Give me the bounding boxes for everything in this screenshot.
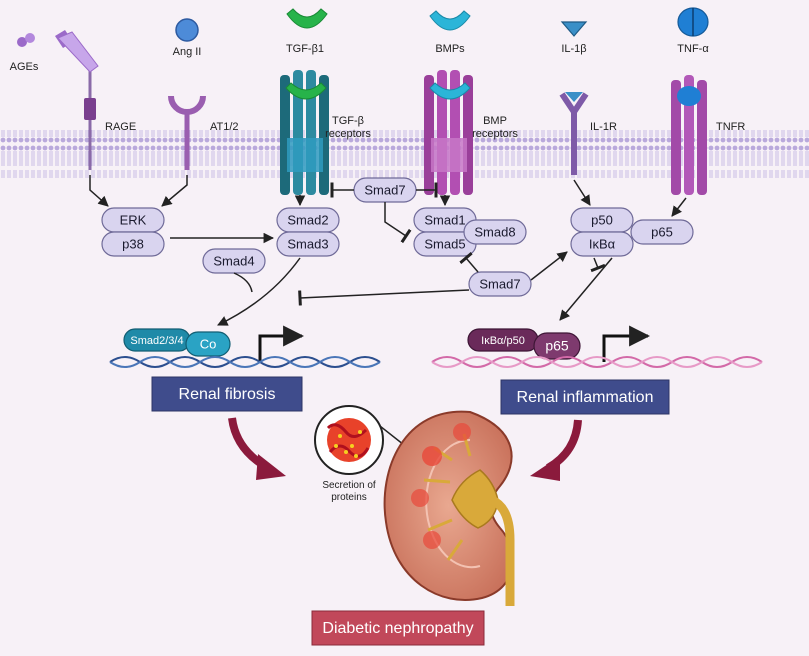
rage-receptor-icon xyxy=(57,31,99,170)
p65-node xyxy=(630,219,694,245)
ages-label: AGEs xyxy=(10,61,39,73)
bmps-ligand-icon xyxy=(429,10,471,31)
ikba-node xyxy=(570,231,634,257)
maroon-arrow-right xyxy=(545,419,582,472)
renal-fibrosis-label: Renal fibrosis xyxy=(179,386,276,403)
arrow-at12-to-erk xyxy=(161,175,188,207)
bmp-receptors-label-2: receptors xyxy=(472,128,518,140)
arrow-smad4-curve xyxy=(233,272,253,293)
ikba-label: IκBα xyxy=(589,236,616,251)
bmp-receptors-label-1: BMP xyxy=(483,115,507,127)
at12-label: AT1/2 xyxy=(210,121,239,133)
ang2-ligand-icon xyxy=(175,18,199,42)
smad4-label: Smad4 xyxy=(213,253,254,268)
tnfa-label: TNF-α xyxy=(677,43,709,55)
tgfb-receptors-label-2: receptors xyxy=(325,128,371,140)
erk-label: ERK xyxy=(120,212,147,227)
tgfb-receptors-label-1: TGF-β xyxy=(332,115,364,127)
secretion-label-1: Secretion of xyxy=(322,480,376,491)
ikba-p50-label: IκBα/p50 xyxy=(481,335,525,347)
dna-right-icon xyxy=(431,356,763,368)
inhibit-smad7-smad1 xyxy=(384,202,412,244)
arrow-rage-to-erk xyxy=(89,175,109,207)
p50-label: p50 xyxy=(591,212,613,227)
arrow-smad7mid-to-ikba xyxy=(530,251,568,281)
bmps-label: BMPs xyxy=(435,43,465,55)
diabetic-nephropathy-label: Diabetic nephropathy xyxy=(322,620,473,637)
renal-inflammation-label: Renal inflammation xyxy=(517,389,654,406)
arrow-ikba-to-complex xyxy=(559,257,613,321)
co-label: Co xyxy=(200,336,217,351)
tnfr-receptor-icon xyxy=(671,75,707,195)
il1b-ligand-icon xyxy=(560,21,588,37)
tgfb1-ligand-icon xyxy=(286,8,328,29)
il1r-label: IL-1R xyxy=(590,121,617,133)
smad8-label: Smad8 xyxy=(474,224,515,239)
p38-node xyxy=(101,231,165,257)
il1r-receptor-icon xyxy=(559,92,589,175)
p65-label: p65 xyxy=(651,224,673,239)
smad3-node xyxy=(276,231,340,257)
smad7-mid-node xyxy=(468,271,532,297)
renal-inflammation-box xyxy=(500,379,670,415)
inhibit-smad7mid-smad234 xyxy=(298,289,470,306)
il1b-label: IL-1β xyxy=(561,43,586,55)
arrow-smad3-to-complex xyxy=(217,257,301,326)
dna-left-icon xyxy=(109,356,381,368)
smad7-top-label: Smad7 xyxy=(364,182,405,197)
tnfa-ligand-icon xyxy=(677,7,709,37)
arrow-tnfr-to-p65 xyxy=(671,197,687,217)
co-complex xyxy=(185,331,231,357)
transcription-arrow-left xyxy=(258,325,305,362)
tgfb1-label: TGF-β1 xyxy=(286,43,324,55)
smad2-label: Smad2 xyxy=(287,212,328,227)
bmp-receptors-icon xyxy=(424,70,473,195)
maroon-arrow-right-head xyxy=(530,456,560,481)
secretion-label-2: proteins xyxy=(331,492,367,503)
p65-complex-label: p65 xyxy=(545,338,569,354)
tgfb-receptors-icon xyxy=(280,70,329,195)
rage-label: RAGE xyxy=(105,121,136,133)
inhibit-smad7mid-smad5 xyxy=(459,251,479,273)
smad3-label: Smad3 xyxy=(287,236,328,251)
secretion-inset-icon xyxy=(314,405,384,475)
p38-label: p38 xyxy=(122,236,144,251)
diabetic-nephropathy-box xyxy=(311,610,485,646)
tnfr-label: TNFR xyxy=(716,121,745,133)
maroon-arrow-left-head xyxy=(256,454,286,480)
kidney-icon xyxy=(383,410,515,606)
ang2-label: Ang II xyxy=(173,46,202,58)
inhibit-p65-to-ikba xyxy=(590,257,606,273)
at12-receptor-icon xyxy=(168,95,206,170)
smad8-node xyxy=(463,219,527,245)
renal-fibrosis-box xyxy=(151,376,303,412)
transcription-arrow-right xyxy=(602,325,651,362)
smad7-mid-label: Smad7 xyxy=(479,276,520,291)
smad234-label: Smad2/3/4 xyxy=(130,335,183,347)
arrow-il1r-to-p50 xyxy=(573,179,591,206)
smad5-label: Smad5 xyxy=(424,236,465,251)
smad1-label: Smad1 xyxy=(424,212,465,227)
